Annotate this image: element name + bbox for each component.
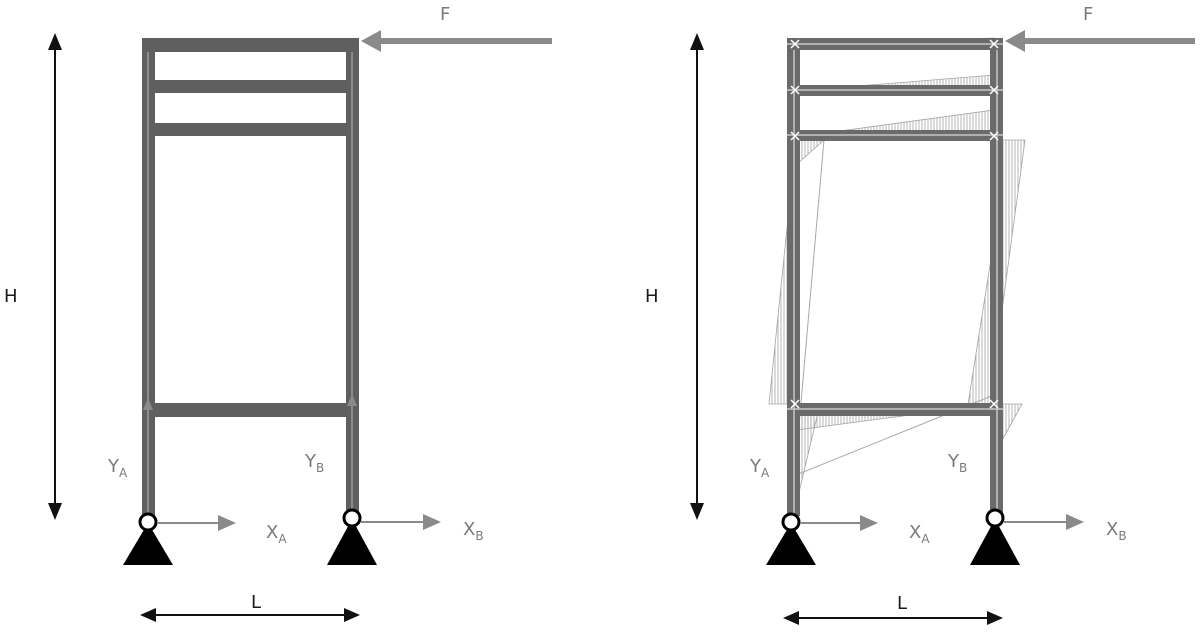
right-force-arrow bbox=[1005, 30, 1195, 52]
left-ya-arrowhead bbox=[143, 398, 153, 410]
right-height-label: H bbox=[645, 286, 659, 307]
left-beam-top bbox=[142, 38, 359, 52]
right-width-dimension bbox=[783, 611, 1003, 625]
left-height-label: H bbox=[4, 286, 18, 307]
left-support-b bbox=[327, 508, 377, 565]
left-yb-label: YB bbox=[304, 451, 324, 475]
left-force-label: F bbox=[440, 4, 450, 25]
left-yb-arrowhead bbox=[347, 394, 357, 406]
left-xa-label: XA bbox=[266, 522, 287, 546]
left-beam-2 bbox=[142, 80, 359, 93]
right-xb-label: XB bbox=[1106, 519, 1127, 543]
left-xb-arrow bbox=[361, 514, 441, 530]
left-xa-arrow bbox=[157, 515, 236, 531]
right-frame bbox=[787, 38, 1003, 516]
right-xa-label: XA bbox=[909, 522, 930, 546]
right-xb-arrow bbox=[1004, 514, 1084, 530]
left-frame bbox=[142, 38, 359, 516]
left-xb-label: XB bbox=[463, 519, 484, 543]
left-support-a bbox=[123, 512, 173, 565]
right-yb-label: YB bbox=[947, 451, 967, 475]
left-width-label: L bbox=[251, 592, 261, 613]
right-force-label: F bbox=[1083, 4, 1093, 25]
right-figure: H bbox=[645, 4, 1195, 625]
right-support-a bbox=[766, 512, 816, 565]
left-beam-3 bbox=[142, 123, 359, 136]
left-ya-label: YA bbox=[107, 456, 128, 480]
left-force-arrow bbox=[361, 30, 552, 52]
right-ya-label: YA bbox=[749, 456, 770, 480]
right-moment-diagram bbox=[768, 37, 1026, 506]
right-height-dimension bbox=[690, 33, 704, 520]
right-width-label: L bbox=[897, 593, 907, 614]
right-support-b bbox=[970, 508, 1020, 565]
left-height-dimension bbox=[48, 33, 62, 520]
left-figure: H F YA YB bbox=[4, 4, 552, 622]
right-xa-arrow bbox=[800, 515, 878, 531]
left-width-dimension bbox=[140, 608, 360, 622]
left-beam-bottom bbox=[142, 403, 359, 417]
